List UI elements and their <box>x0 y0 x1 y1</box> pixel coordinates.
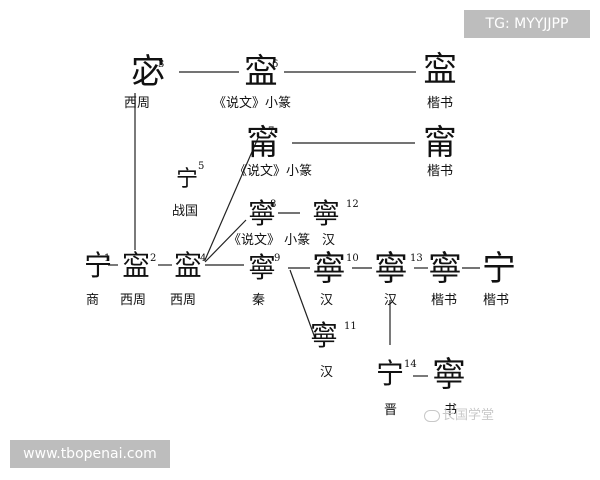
label-node-3: 西周 <box>124 96 151 111</box>
watermark-logo: 长国学堂 <box>424 404 494 423</box>
glyph-node-7: 甯 <box>246 123 280 163</box>
glyph-kaishu-4: 宁 <box>482 249 516 289</box>
label-node-13: 汉 <box>384 293 398 308</box>
glyph-node-5: 宁 <box>176 167 199 192</box>
num-node-9: 9 <box>274 253 281 264</box>
label-kaishu-3: 楷书 <box>431 293 458 308</box>
label-node-10: 汉 <box>320 293 334 308</box>
glyph-kaishu-2: 甯 <box>423 123 457 163</box>
num-node-8: 8 <box>270 199 277 210</box>
glyph-node-3: 宓 <box>131 52 165 92</box>
label-node-7: 《说文》小篆 <box>234 164 313 179</box>
glyph-node-6: 寍 <box>244 52 278 92</box>
label-node-5: 战国 <box>172 204 199 219</box>
glyph-node-4: 寍 <box>174 249 203 282</box>
num-node-13: 13 <box>410 253 423 264</box>
label-kaishu-4: 楷书 <box>483 293 510 308</box>
glyph-node-11: 寧 <box>310 319 339 352</box>
num-node-3: 3 <box>158 59 165 70</box>
num-node-4: 4 <box>200 253 207 264</box>
num-node-10: 10 <box>346 253 359 264</box>
glyph-node-14: 宁 <box>376 357 405 390</box>
num-node-12: 12 <box>346 199 359 210</box>
glyph-kaishu-1: 寍 <box>423 50 457 90</box>
glyph-node-2: 寍 <box>122 249 151 282</box>
glyph-node-13: 寧 <box>374 249 408 289</box>
label-kaishu-5: 书 <box>444 403 458 418</box>
wechat-icon <box>424 409 440 422</box>
label-node-4: 西周 <box>170 293 197 308</box>
label-kaishu-1: 楷书 <box>427 96 454 111</box>
glyph-node-12: 寧 <box>312 197 341 230</box>
num-node-11: 11 <box>344 321 357 332</box>
label-node-1: 商 <box>86 293 100 308</box>
label-node-9: 秦 <box>252 293 266 308</box>
watermark-tg-badge: TG: MYYJJPP <box>464 10 590 38</box>
glyph-node-1: 宁 <box>84 249 113 282</box>
glyph-node-8: 寧 <box>248 197 277 230</box>
num-node-6: 6 <box>272 59 279 70</box>
num-node-5: 5 <box>198 161 205 172</box>
watermark-logo-text: 长国学堂 <box>442 408 495 423</box>
glyph-kaishu-5: 寧 <box>432 355 466 395</box>
label-node-6: 《说文》小篆 <box>213 96 292 111</box>
label-node-12: 汉 <box>322 233 336 248</box>
label-node-2: 西周 <box>120 293 147 308</box>
watermark-url-badge: www.tbopenai.com <box>10 440 170 468</box>
num-node-1: 1 <box>104 253 111 264</box>
glyph-node-10: 寧 <box>312 249 346 289</box>
num-node-7: 7 <box>268 126 275 137</box>
glyph-kaishu-3: 寧 <box>428 249 462 289</box>
glyph-node-9: 寧 <box>248 251 277 284</box>
label-node-8: 《说文》 小篆 <box>228 233 311 248</box>
label-node-11: 汉 <box>320 365 334 380</box>
label-kaishu-2: 楷书 <box>427 164 454 179</box>
label-node-14: 晋 <box>384 403 398 418</box>
num-node-2: 2 <box>150 253 157 264</box>
num-node-14: 14 <box>404 359 417 370</box>
